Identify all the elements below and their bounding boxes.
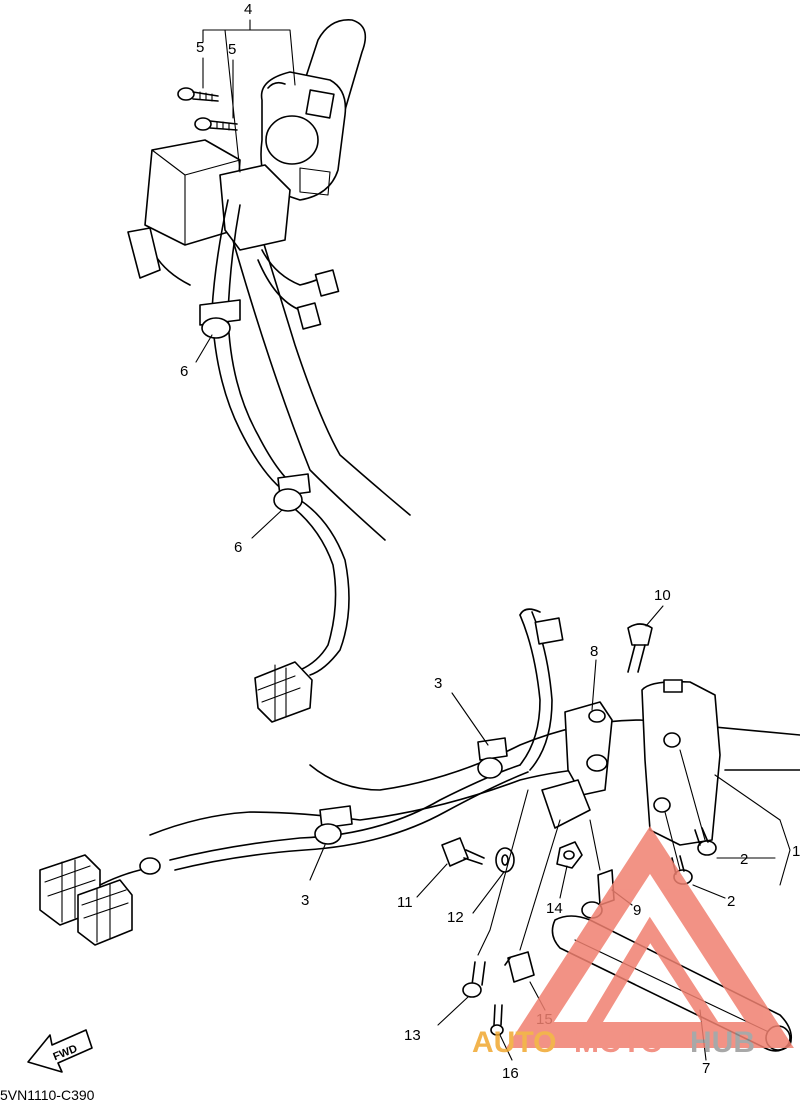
connector-small-right — [534, 617, 564, 645]
callout-2-upper: 2 — [740, 851, 748, 868]
clamp-6-upper — [199, 299, 241, 339]
callout-6-lower: 6 — [234, 539, 242, 556]
screw-16 — [490, 1004, 504, 1036]
callout-4: 4 — [244, 1, 252, 18]
callout-6-upper: 6 — [180, 363, 188, 380]
watermark-word-auto: AUTO — [472, 1026, 556, 1059]
watermark-word-moto: MOTO — [574, 1026, 663, 1059]
clamp-3-left — [314, 805, 353, 845]
lever-bracket-8 — [541, 701, 613, 829]
callout-16: 16 — [502, 1065, 519, 1082]
callout-1: 1 — [792, 843, 800, 860]
switch-15 — [504, 951, 535, 983]
callout-10: 10 — [654, 587, 671, 604]
callout-2-lower: 2 — [727, 893, 735, 910]
callout-5-left: 5 — [196, 39, 204, 56]
upper-connector-block — [127, 139, 291, 279]
watermark-word-hub: HUB — [690, 1026, 755, 1059]
callout-5-right: 5 — [228, 41, 236, 58]
connector-mid-left — [254, 661, 313, 723]
upper-wire-small-connector — [257, 249, 340, 330]
watermark-logo: AUTO MOTO HUB — [472, 826, 794, 1059]
drawing-code: 5VN1110-C390 — [0, 1087, 95, 1103]
callout-13: 13 — [404, 1027, 421, 1044]
bolt-11 — [441, 837, 485, 867]
callout-9: 9 — [633, 902, 641, 919]
clamp-3-right — [477, 737, 508, 779]
leader-lines — [195, 19, 791, 1061]
fwd-arrow-icon: FWD — [27, 1029, 93, 1073]
upper-switch-housing — [260, 71, 347, 201]
screw-5-lower — [194, 117, 238, 131]
callout-3-lower: 3 — [301, 892, 309, 909]
screw-2-upper — [694, 827, 717, 856]
watermark-triangle-inner — [577, 916, 728, 1037]
callout-12: 12 — [447, 909, 464, 926]
bolt-10 — [627, 623, 653, 673]
callout-11: 11 — [397, 894, 413, 911]
callout-7: 7 — [702, 1060, 710, 1077]
clamp-6-lower — [273, 473, 311, 512]
screw-5-upper — [177, 87, 219, 102]
nut-14 — [556, 841, 583, 869]
right-switch-housing — [641, 679, 721, 846]
screw-13 — [462, 961, 486, 998]
washer-12 — [495, 847, 515, 873]
upper-harness-wires — [211, 199, 350, 676]
callout-14: 14 — [546, 900, 563, 917]
callout-8: 8 — [590, 643, 598, 660]
callouts: 4 5 5 6 6 10 8 3 3 1 2 2 11 12 14 9 13 1… — [180, 1, 800, 1082]
connector-double-left — [39, 854, 161, 946]
callout-3-upper: 3 — [434, 675, 442, 692]
